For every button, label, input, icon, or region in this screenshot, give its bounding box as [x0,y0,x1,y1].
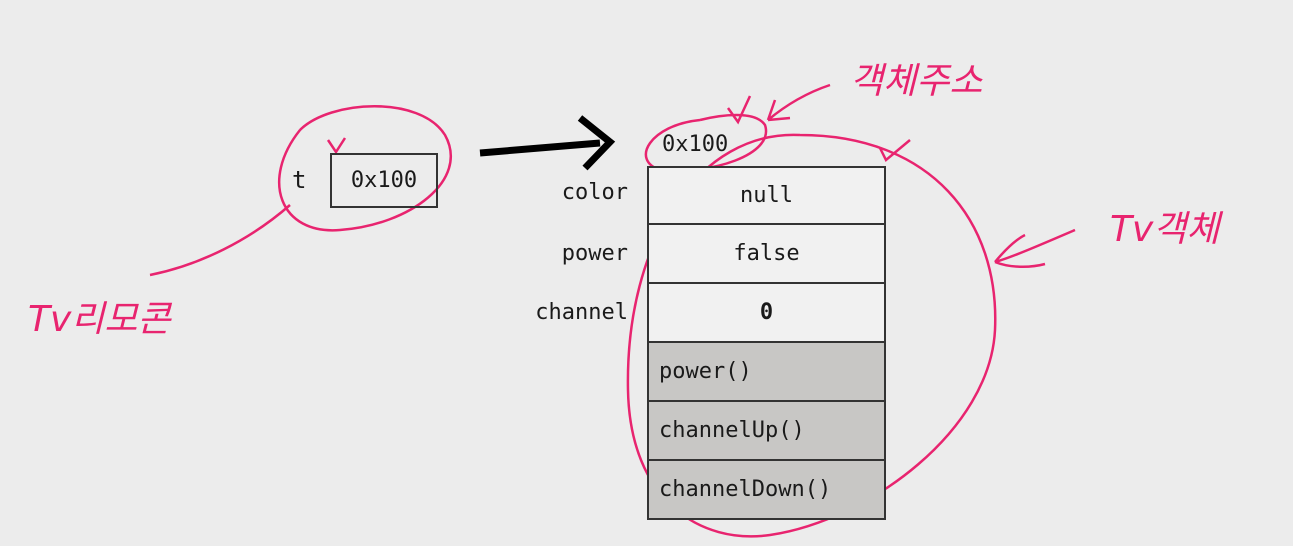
object-arrow [994,228,1076,268]
address-circle [644,113,768,172]
field-value-power: false [647,225,886,284]
reference-variable-name: t [292,166,307,194]
field-label-channel: channel [535,300,628,325]
address-arrow [766,83,831,122]
method-power: power() [647,343,886,402]
method-channel-up: channelUp() [647,402,886,461]
annotation-tv-remote: Tv리모콘 [28,299,171,340]
reference-value: 0x100 [350,168,418,193]
reference-circle [277,105,452,232]
reference-pointer-line [149,204,291,277]
checkmark-obj [878,139,911,162]
tv-object-table: null false 0 power() channelUp() channel… [647,166,886,520]
method-channel-down: channelDown() [647,461,886,520]
checkmark-ref [326,137,347,155]
reference-arrowhead [577,115,616,171]
field-value-channel: 0 [647,284,886,343]
reference-value-box: 0x100 [330,153,438,208]
field-label-color: color [561,180,628,205]
annotation-object-address: 객체주소 [850,61,983,102]
field-label-power: power [561,241,628,266]
checkmark-addr [726,95,752,125]
annotation-tv-object: Tv객체 [1110,209,1220,250]
reference-arrow [479,139,601,157]
object-address: 0x100 [662,132,729,157]
field-value-color: null [647,166,886,225]
